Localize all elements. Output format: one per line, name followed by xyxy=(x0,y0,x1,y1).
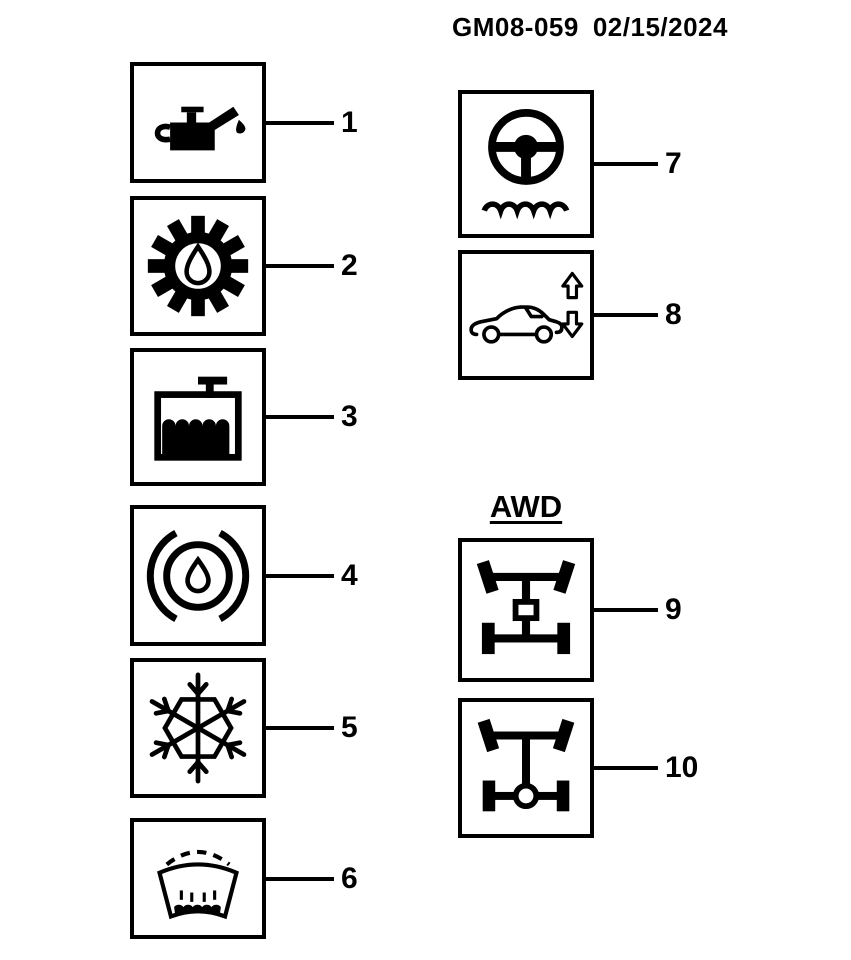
legend-item-2: 2 xyxy=(130,196,390,336)
item-number-2: 2 xyxy=(341,249,358,282)
legend-item-6: 6 xyxy=(130,818,390,939)
down-arrow-icon xyxy=(561,310,584,338)
legend-item-10: 10 xyxy=(458,698,718,838)
symbol-box-10 xyxy=(458,698,594,838)
awd-section-label: AWD xyxy=(489,489,563,524)
connector-line-4 xyxy=(266,573,334,578)
connector-line-8 xyxy=(594,313,658,317)
page-header: GM08-059 02/15/2024 xyxy=(452,12,728,43)
connector-line-5 xyxy=(266,726,334,730)
driveline-differential-icon xyxy=(477,718,575,812)
symbol-box-1 xyxy=(130,62,266,183)
item-number-7: 7 xyxy=(665,147,682,180)
symbol-box-9 xyxy=(458,538,594,682)
legend-item-1: 1 xyxy=(130,62,390,183)
legend-item-5: 5 xyxy=(130,658,390,798)
item-number-3: 3 xyxy=(341,400,358,433)
awd-driveline-icon xyxy=(476,560,576,655)
connector-line-9 xyxy=(594,608,658,612)
legend-item-9: 9 xyxy=(458,538,718,682)
coolant-level-icon xyxy=(154,376,242,461)
symbol-box-6 xyxy=(130,818,266,939)
symbol-box-3 xyxy=(130,348,266,486)
connector-line-7 xyxy=(594,162,658,166)
legend-item-7: 7 xyxy=(458,90,718,238)
connector-line-3 xyxy=(266,415,334,419)
item-number-1: 1 xyxy=(341,105,358,139)
legend-item-3: 3 xyxy=(130,348,390,486)
engine-oil-icon xyxy=(154,106,246,151)
item-number-6: 6 xyxy=(341,861,358,895)
item-number-5: 5 xyxy=(341,711,358,744)
snowflake-icon xyxy=(139,672,257,784)
gear-oil-icon xyxy=(147,215,249,317)
washer-fluid-icon xyxy=(157,849,239,919)
document-date: 02/15/2024 xyxy=(592,12,728,42)
connector-line-1 xyxy=(266,120,334,125)
symbol-box-5 xyxy=(130,658,266,798)
item-number-10: 10 xyxy=(665,751,699,784)
item-number-9: 9 xyxy=(665,593,682,626)
symbol-box-8 xyxy=(458,250,594,380)
legend-item-4: 4 xyxy=(130,505,390,646)
item-number-4: 4 xyxy=(341,558,358,592)
connector-line-10 xyxy=(594,766,658,770)
symbol-box-2 xyxy=(130,196,266,336)
brake-fluid-icon xyxy=(146,529,250,622)
ride-height-icon xyxy=(469,271,584,344)
power-steering-icon xyxy=(481,108,570,219)
item-number-8: 8 xyxy=(665,298,682,331)
symbol-box-4 xyxy=(130,505,266,646)
symbol-box-7 xyxy=(458,90,594,238)
connector-line-2 xyxy=(266,264,334,268)
document-id: GM08-059 xyxy=(452,12,579,42)
connector-line-6 xyxy=(266,876,334,881)
up-arrow-icon xyxy=(561,271,584,299)
legend-item-8: 8 xyxy=(458,250,718,380)
